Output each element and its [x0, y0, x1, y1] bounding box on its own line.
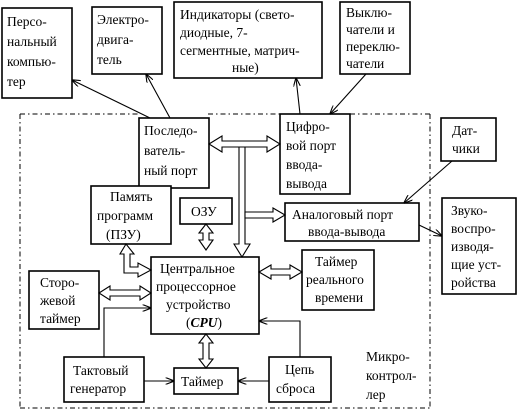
block-analog-port-label: Аналоговый порт ввода-вывода — [292, 207, 396, 239]
block-real-time-clock-label: Таймер реального времени — [306, 254, 367, 305]
block-reset-circuit-label: Цепь сброса — [276, 362, 318, 396]
block-sound-devices: Звуко- воспро- изводя- щие уст- ройства — [441, 197, 517, 295]
block-clock-generator-label: Тактовый генератор — [70, 363, 132, 396]
bus-to-cpu — [233, 146, 251, 259]
block-serial-port: Последо- ватель- ный порт — [138, 117, 210, 189]
block-indicators: Индикаторы (свето- диодные, 7- сегментны… — [173, 1, 323, 79]
block-clock-generator: Тактовый генератор — [63, 356, 145, 403]
block-analog-port: Аналоговый порт ввода-вывода — [284, 202, 420, 242]
arrow-switches-to-digital — [330, 73, 367, 114]
block-pc: Персо- нальный компью- тер — [1, 7, 73, 99]
bus-serial-digital — [207, 135, 282, 153]
arrow-serial-to-pc — [72, 80, 151, 119]
block-program-memory-label: Память программ (ПЗУ) — [97, 189, 156, 242]
block-digital-port: Цифро- вой порт ввода- вывода — [279, 113, 351, 195]
microcontroller-label: Микро- контрол- лер — [359, 346, 425, 406]
bus-ram-cpu — [197, 223, 215, 251]
block-switches: Выклю- чатели и переклю- чатели — [339, 1, 411, 75]
block-ram-label: ОЗУ — [191, 204, 217, 219]
bus-to-analog — [244, 207, 287, 223]
block-indicators-label: Индикаторы (свето- диодные, 7- сегментны… — [180, 7, 303, 75]
arrow-serial-to-motor — [146, 74, 171, 119]
block-switches-label: Выклю- чатели и переклю- чатели — [346, 5, 403, 71]
block-cpu: Центральное процессорное устройство (CPU… — [150, 256, 260, 335]
block-reset-circuit: Цепь сброса — [268, 356, 332, 403]
bus-watchdog-cpu — [97, 284, 153, 302]
block-motor-label: Электро- двига- тель — [97, 12, 152, 67]
arrow-reset-to-cpu — [259, 321, 301, 357]
block-cpu-label: Центральное процессорное устройство (CPU… — [156, 261, 239, 330]
block-pc-label: Персо- нальный компью- тер — [7, 14, 60, 89]
block-ram: ОЗУ — [179, 197, 233, 225]
block-watchdog-label: Сторо- жевой таймер — [39, 275, 83, 326]
arrow-clock-to-cpu — [103, 308, 151, 357]
block-motor: Электро- двига- тель — [91, 6, 163, 75]
block-sensors: Дат- чики — [440, 117, 497, 162]
block-timer: Таймер — [173, 367, 239, 395]
block-serial-port-label: Последо- ватель- ный порт — [144, 123, 201, 178]
block-timer-label: Таймер — [181, 374, 224, 389]
bus-cpu-timer — [197, 333, 215, 369]
microcontroller-boundary — [19, 113, 431, 409]
bus-cpu-rtc — [257, 264, 304, 280]
svg-text:Микро- контрол- ле: Микро- контрол- лер — [366, 349, 420, 402]
block-sound-devices-label: Звуко- воспро- изводя- щие уст- ройства — [451, 203, 505, 290]
arrow-sensors-to-analog — [404, 160, 453, 203]
arrow-analog-to-sound — [418, 224, 442, 236]
block-digital-port-label: Цифро- вой порт ввода- вывода — [286, 119, 339, 191]
block-sensors-label: Дат- чики — [452, 123, 481, 156]
block-real-time-clock: Таймер реального времени — [301, 249, 375, 311]
arrow-digital-to-indicators — [296, 78, 301, 115]
block-program-memory: Память программ (ПЗУ) — [90, 185, 172, 245]
bus-progmem-cpu — [119, 243, 153, 278]
block-watchdog: Сторо- жевой таймер — [28, 270, 100, 330]
